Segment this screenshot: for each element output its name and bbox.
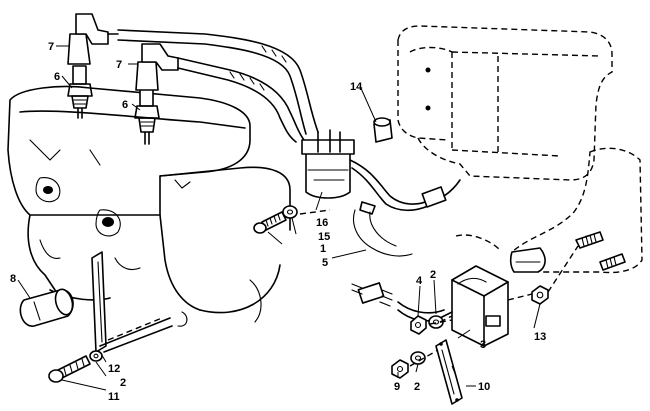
callout-2-upper: 2 xyxy=(430,269,436,281)
ignition-coil xyxy=(301,129,355,199)
callout-2-lower: 2 xyxy=(414,381,420,393)
callout-7-rear: 7 xyxy=(116,59,122,71)
coil-washer xyxy=(282,205,298,219)
hex-nut-lower xyxy=(391,359,409,379)
callout-7-front: 7 xyxy=(48,41,54,53)
callout-13: 13 xyxy=(534,331,546,343)
bracket-screw xyxy=(48,355,91,383)
callout-9: 9 xyxy=(394,381,400,393)
callout-11: 11 xyxy=(108,391,120,403)
spark-plug-boot-front xyxy=(67,13,119,65)
callout-3: 3 xyxy=(480,339,486,351)
assembly-lines xyxy=(299,209,579,367)
cdi-module xyxy=(451,265,509,347)
engine-cover xyxy=(397,25,613,181)
callout-1: 1 xyxy=(320,243,326,255)
spark-plug-front xyxy=(67,65,93,119)
callout-12: 12 xyxy=(108,363,120,375)
callout-14: 14 xyxy=(350,81,363,93)
cdi-connector xyxy=(351,282,453,322)
callout-16: 16 xyxy=(316,217,328,229)
callout-8: 8 xyxy=(10,273,16,285)
rubber-grommet xyxy=(373,117,393,143)
callout-15: 15 xyxy=(318,231,330,243)
callout-6-rear: 6 xyxy=(122,99,128,111)
ground-strap-engine xyxy=(91,251,173,353)
callout-2-left: 2 xyxy=(120,377,126,389)
cable-sleeve xyxy=(19,288,74,327)
mounting-bracket-frame xyxy=(509,147,643,274)
ignition-leads xyxy=(117,29,319,143)
callout-10: 10 xyxy=(478,381,490,393)
hex-nut-13 xyxy=(531,285,549,305)
ground-strap-cdi xyxy=(435,339,463,405)
spark-plug-boot-rear xyxy=(135,43,179,91)
callout-4: 4 xyxy=(416,275,423,287)
leader-lines xyxy=(17,45,541,391)
coil-mounting-screw xyxy=(253,211,287,234)
callout-labels: 7 7 6 6 14 16 15 1 5 8 4 2 13 3 12 2 11 … xyxy=(10,41,546,403)
callout-6-front: 6 xyxy=(54,71,60,83)
lock-washer xyxy=(89,350,103,362)
stud-bolts xyxy=(575,231,626,271)
callout-5: 5 xyxy=(322,257,328,269)
engine-block xyxy=(7,85,291,327)
spark-plug-rear xyxy=(134,87,160,145)
wiring-harness xyxy=(349,159,461,257)
